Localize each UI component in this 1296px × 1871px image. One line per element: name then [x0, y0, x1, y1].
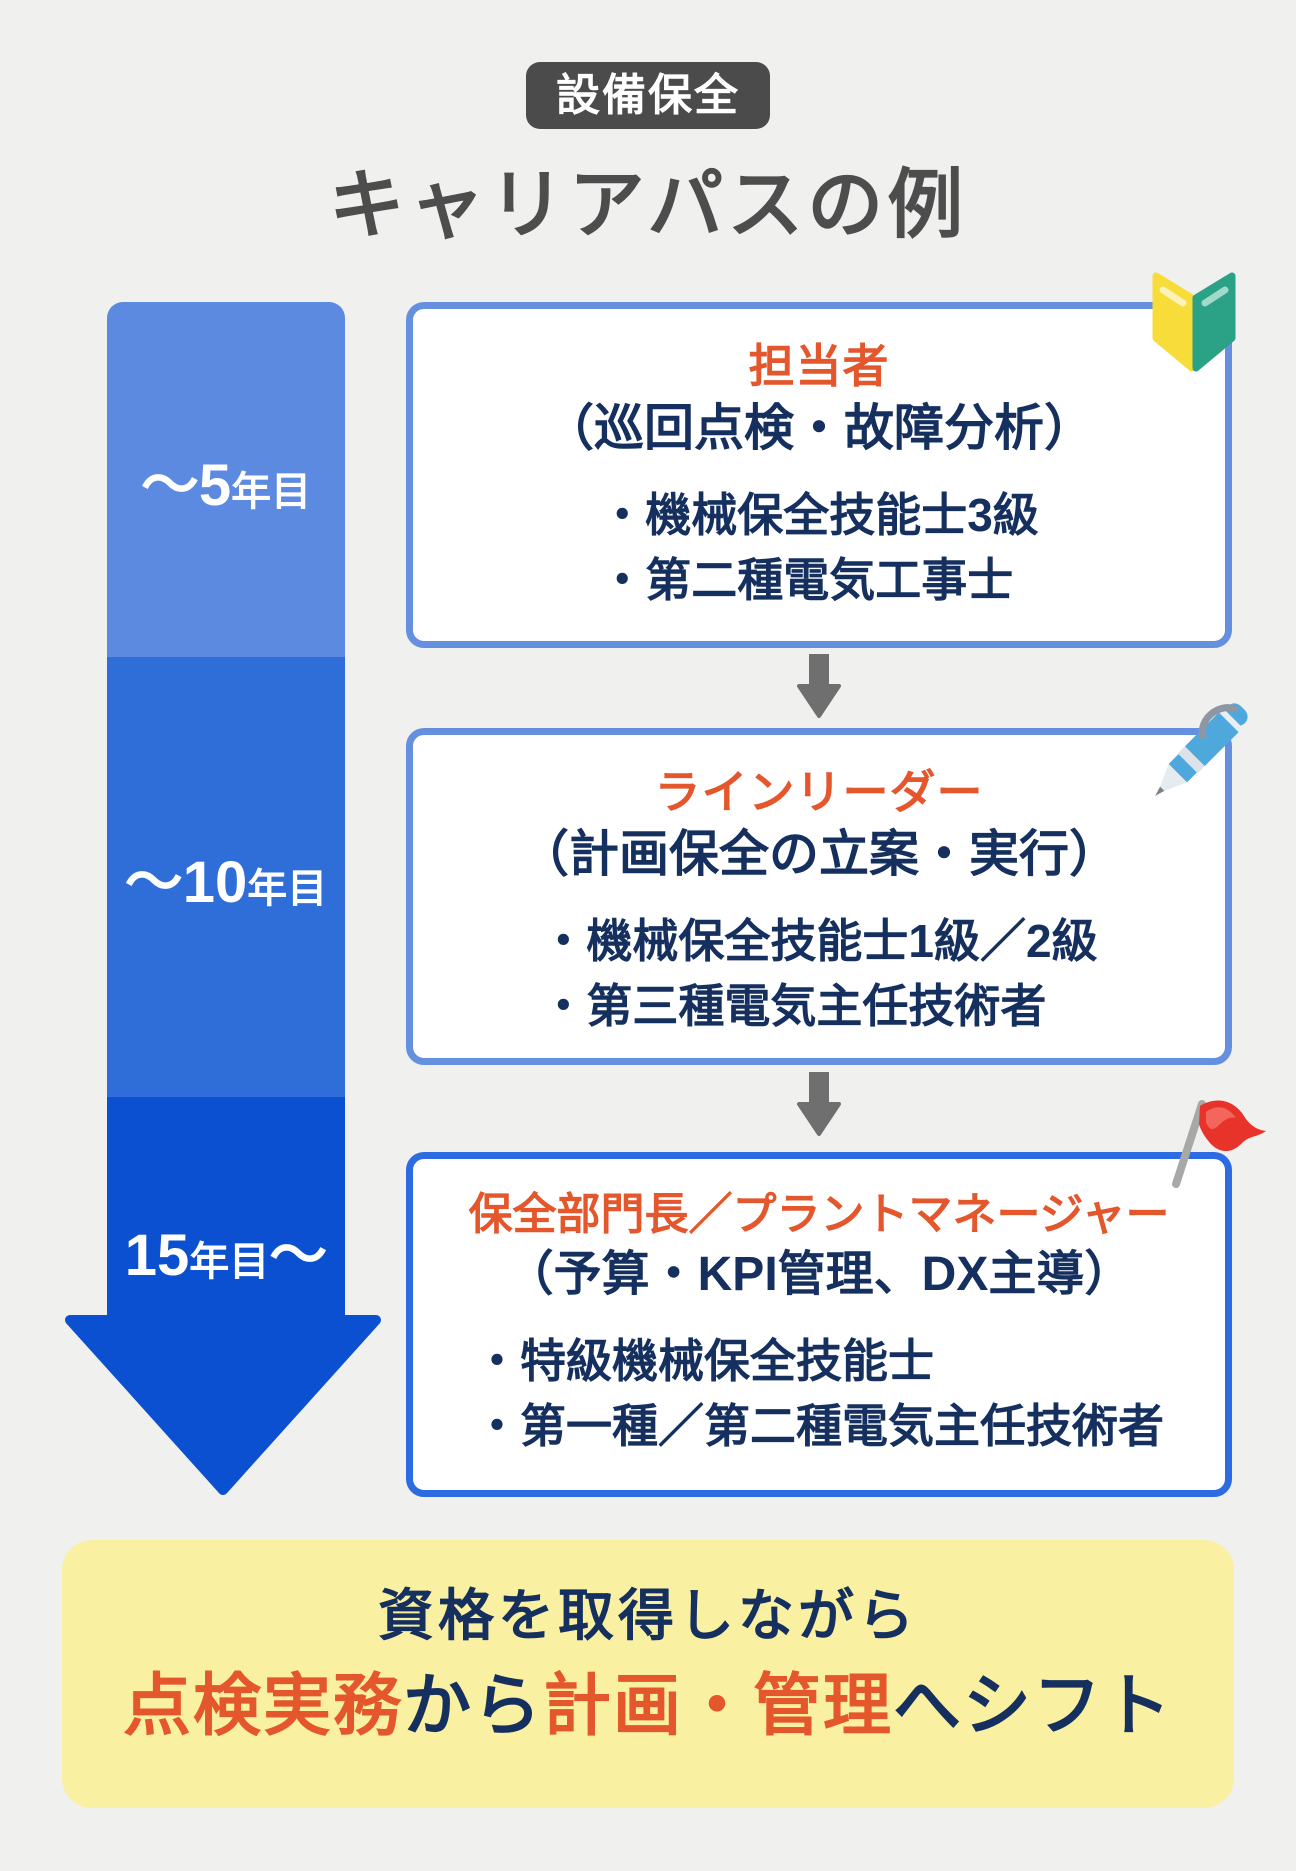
qualification-item: ・第一種／第二種電気主任技術者	[474, 1400, 1164, 1453]
qualification-item: ・機械保全技能士1級／2級	[540, 915, 1098, 967]
card-subtitle: （巡回点検・故障分析）	[544, 400, 1094, 456]
timeline-arrow: 〜5年目 〜10年目 15年目〜	[65, 302, 381, 1495]
down-arrow-icon	[797, 654, 841, 718]
card-qualifications: ・機械保全技能士1級／2級 ・第三種電気主任技術者	[540, 909, 1097, 1040]
card-qualifications: ・機械保全技能士3級 ・第二種電気工事士	[599, 483, 1039, 614]
summary-line1: 資格を取得しながら	[378, 1584, 918, 1647]
card-title: 担当者	[748, 340, 890, 392]
timeline-arrowhead-icon	[65, 1315, 381, 1495]
qualification-item: ・第二種電気工事士	[599, 554, 1014, 607]
flag-icon	[1172, 1100, 1266, 1188]
timeline-label: 〜10年目	[124, 850, 328, 915]
career-card-line-leader: ラインリーダー （計画保全の立案・実行） ・機械保全技能士1級／2級 ・第三種電…	[406, 728, 1232, 1065]
summary-highlight: 点検実務	[122, 1668, 403, 1744]
card-title: 保全部門長／プラントマネージャー	[468, 1190, 1170, 1239]
card-qualifications: ・特級機械保全技能士 ・第一種／第二種電気主任技術者	[474, 1329, 1164, 1460]
page-title: キャリアパスの例	[328, 163, 968, 248]
timeline-segment-years-5: 〜5年目	[107, 302, 345, 657]
category-badge: 設備保全	[526, 62, 770, 129]
qualification-item: ・機械保全技能士3級	[599, 489, 1039, 541]
card-subtitle: （予算・KPI管理、DX主導）	[505, 1248, 1133, 1301]
timeline-label: 〜5年目	[140, 452, 312, 518]
card-title: ラインリーダー	[654, 766, 984, 818]
card-subtitle: （計画保全の立案・実行）	[519, 826, 1119, 882]
career-card-manager: 保全部門長／プラントマネージャー （予算・KPI管理、DX主導） ・特級機械保全…	[406, 1152, 1232, 1497]
down-arrow-icon	[797, 1072, 841, 1136]
summary-line2: 点検実務から計画・管理へシフト	[122, 1668, 1174, 1744]
beginner-mark-icon	[1152, 272, 1236, 372]
qualification-item: ・特級機械保全技能士	[474, 1335, 934, 1387]
summary-banner: 資格を取得しながら 点検実務から計画・管理へシフト	[62, 1540, 1234, 1808]
pen-icon	[1155, 703, 1248, 796]
qualification-item: ・第三種電気主任技術者	[540, 980, 1047, 1033]
timeline-segment-years-15: 15年目〜	[107, 1097, 345, 1318]
timeline-segment-years-10: 〜10年目	[107, 657, 345, 1097]
career-card-staff: 担当者 （巡回点検・故障分析） ・機械保全技能士3級 ・第二種電気工事士	[406, 302, 1232, 648]
timeline-label: 15年目〜	[124, 1222, 328, 1288]
summary-highlight: 計画・管理	[543, 1668, 894, 1744]
